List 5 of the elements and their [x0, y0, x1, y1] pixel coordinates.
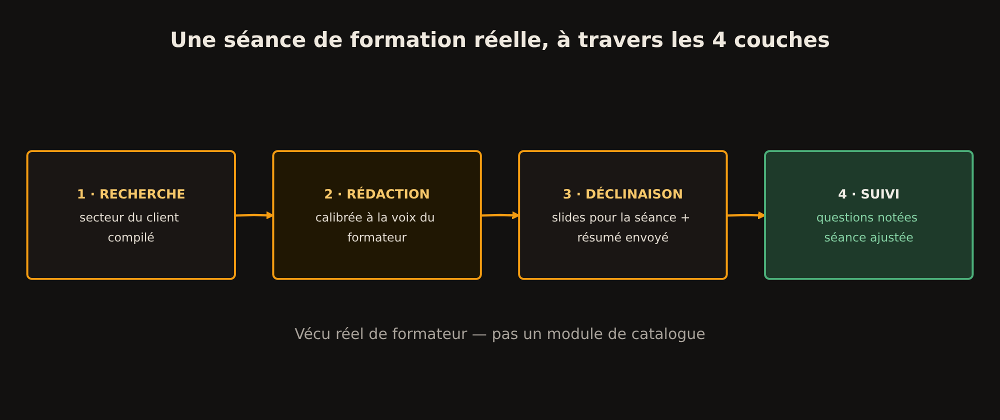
arrow	[727, 211, 766, 220]
diagram-caption: Vécu réel de formateur — pas un module de catalogue	[294, 325, 706, 343]
arrow	[481, 211, 520, 220]
diagram-title: Une séance de formation réelle, à travers les 4 couches	[170, 28, 830, 52]
arrow	[235, 211, 274, 220]
